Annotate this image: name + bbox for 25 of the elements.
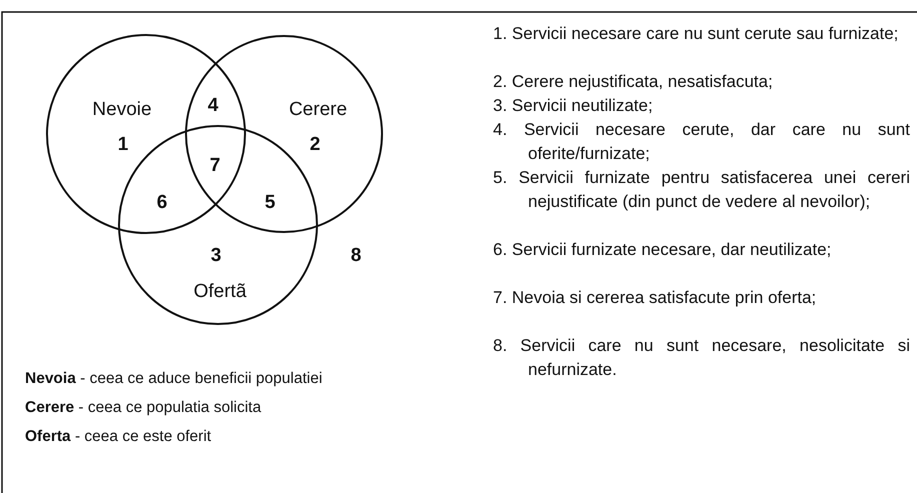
region-number: 8 — [350, 245, 362, 267]
list-item: 6. Servicii furnizate necesare, dar neutilizate; — [493, 239, 832, 261]
region-number: 4 — [208, 95, 218, 117]
list-item: 1. Servicii necesare care nu sunt cerute sau furnizate; — [493, 23, 900, 45]
list-item: 7. Nevoia si cererea satisfacute prin oferta; — [493, 287, 818, 309]
definition-text: Oferta - ceea ce este oferit — [25, 428, 212, 446]
region-number: 6 — [156, 192, 168, 214]
set-name: Ofertã — [194, 281, 246, 303]
region-number: 2 — [310, 134, 320, 156]
definition-text: Nevoia - ceea ce aduce beneficii populatiei — [25, 370, 322, 388]
set-circle — [118, 125, 318, 325]
region-number: 3 — [210, 245, 222, 267]
list-item: 3. Servicii neutilizate; — [493, 95, 654, 117]
list-item: 8. Servicii care nu sunt necesare, nesolicitate si nefurnizate. — [493, 335, 910, 381]
region-number: 7 — [210, 155, 220, 177]
list-item: 4. Servicii necesare cerute, dar care nu sunt oferite/furnizate; — [493, 119, 910, 165]
definition-text: Cerere - ceea ce populatia solicita — [25, 399, 262, 417]
list-item: 5. Servicii furnizate pentru satisfacerea unei cereri nejustificate (din punct de vedere al nevoilor); — [493, 167, 910, 213]
region-number: 5 — [264, 192, 276, 214]
list-item: 2. Cerere nejustificata, nesatisfacuta; — [493, 71, 774, 93]
region-number: 1 — [118, 134, 128, 156]
set-name: Nevoie — [92, 99, 152, 121]
set-circle — [46, 34, 246, 234]
set-circle — [185, 35, 383, 233]
set-name: Cerere — [288, 99, 348, 121]
